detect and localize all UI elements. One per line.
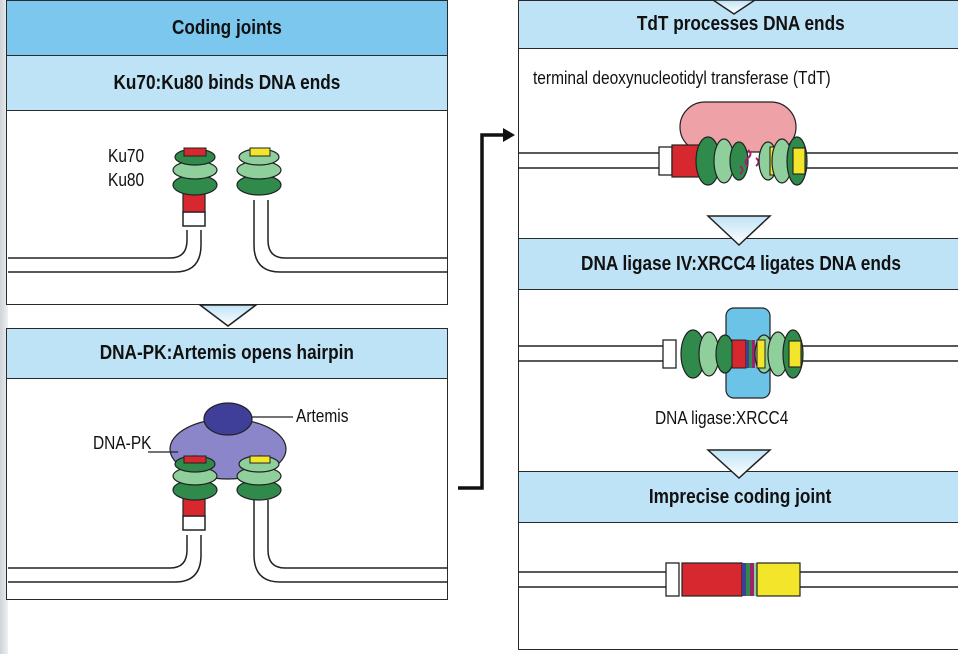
left-panel-top: Coding joints Ku70:Ku80 binds DNA ends (6, 0, 448, 305)
panel4-dna (518, 345, 958, 362)
panel2-dna (8, 500, 448, 583)
ku-complex-left (172, 147, 218, 196)
step4-header: DNA ligase IV:XRCC4 ligates DNA ends (519, 238, 958, 290)
tdt-label: terminal deoxynucleotidyl transferase (T… (533, 68, 831, 88)
step2-title: DNA-PK:Artemis opens hairpin (99, 342, 355, 364)
step5-title: Imprecise coding joint (649, 485, 832, 508)
down-arrow-1 (197, 304, 259, 327)
coding-joints-header: Coding joints (7, 1, 447, 56)
panel5-dna (518, 571, 958, 588)
step5-header: Imprecise coding joint (519, 471, 958, 523)
ku80-label: Ku80 (108, 170, 145, 190)
ku-complex-right-2 (236, 455, 282, 501)
ku70-label: Ku70 (108, 146, 145, 166)
ligase-label: DNA ligase:XRCC4 (655, 408, 789, 428)
ku-complex-right (236, 147, 282, 196)
panel1-dna (8, 200, 448, 273)
connector-line (458, 133, 505, 490)
step3-title: TdT processes DNA ends (636, 13, 845, 35)
panel3-dna (518, 152, 958, 169)
ku-left-4 (680, 329, 735, 379)
step3-header: TdT processes DNA ends (519, 1, 958, 49)
artemis-label: Artemis (296, 406, 349, 426)
connector-arrowhead (503, 128, 515, 142)
artemis-shape (203, 402, 253, 436)
down-arrow-2 (706, 215, 772, 247)
ku-left-3 (695, 136, 749, 186)
step4-title: DNA ligase IV:XRCC4 ligates DNA ends (580, 252, 901, 275)
ku-right-3 (758, 136, 808, 186)
panel2-left-end (182, 495, 206, 531)
ku-complex-left-2 (172, 455, 218, 501)
down-arrow-top (711, 0, 757, 15)
dnapk-label: DNA-PK (93, 433, 152, 453)
step1-header: Ku70:Ku80 binds DNA ends (7, 56, 447, 111)
coding-joint (665, 562, 801, 597)
step2-header: DNA-PK:Artemis opens hairpin (7, 329, 447, 379)
step1-title: Ku70:Ku80 binds DNA ends (113, 71, 341, 94)
coding-joints-title: Coding joints (172, 16, 282, 39)
down-arrow-3 (706, 449, 772, 480)
page-edge-shadow (0, 0, 8, 654)
ku-right-4 (754, 329, 804, 379)
